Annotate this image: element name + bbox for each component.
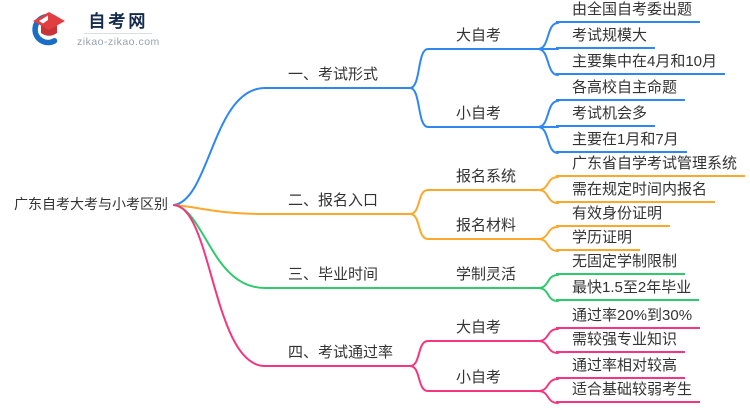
node-small-selfexam[interactable]: 小自考	[428, 105, 538, 128]
node-reg-system[interactable]: 报名系统	[428, 168, 538, 191]
logo: 自考网 zikao-zikao.com	[28, 10, 160, 50]
connector-group-registration	[173, 176, 559, 252]
leaf-node[interactable]: 通过率20%到30%	[556, 307, 701, 329]
node-pass-small-selfexam[interactable]: 小自考	[428, 369, 538, 392]
branch-registration[interactable]: 二、报名入口	[265, 192, 410, 215]
logo-subtitle: zikao-zikao.com	[77, 36, 160, 48]
leaf-node[interactable]: 有效身份证明	[556, 205, 671, 227]
leaf-node[interactable]: 通过率相对较高	[556, 357, 686, 379]
logo-icon	[32, 12, 65, 46]
connector-group-pass-rate	[173, 204, 559, 404]
leaf-node[interactable]: 主要集中在4月和10月	[556, 53, 726, 75]
leaf-node[interactable]: 需在规定时间内报名	[556, 181, 716, 203]
node-flexible-schooling[interactable]: 学制灵活	[428, 266, 538, 289]
connector-group-exam-format	[173, 22, 559, 206]
node-pass-big-selfexam[interactable]: 大自考	[428, 319, 538, 342]
leaf-node[interactable]: 无固定学制限制	[556, 253, 686, 275]
leaf-node[interactable]: 需较强专业知识	[556, 331, 686, 353]
branch-pass-rate[interactable]: 四、考试通过率	[265, 344, 410, 367]
leaf-node[interactable]: 最快1.5至2年毕业	[556, 279, 700, 301]
leaf-node[interactable]: 主要在1月和7月	[556, 131, 687, 153]
logo-title: 自考网	[88, 12, 149, 31]
leaf-node[interactable]: 考试机会多	[556, 105, 656, 127]
leaf-node[interactable]: 由全国自考委出题	[556, 1, 701, 23]
leaf-node[interactable]: 广东省自学考试管理系统	[556, 155, 746, 177]
node-big-selfexam[interactable]: 大自考	[428, 27, 538, 50]
leaf-node[interactable]: 考试规模大	[556, 27, 656, 49]
branch-exam-format[interactable]: 一、考试形式	[265, 66, 410, 89]
leaf-node[interactable]: 各高校自主命题	[556, 79, 686, 101]
branch-graduation-time[interactable]: 三、毕业时间	[265, 266, 410, 289]
leaf-node[interactable]: 适合基础较弱考生	[556, 381, 701, 403]
logo-text: 自考网 zikao-zikao.com	[77, 12, 160, 48]
root-node[interactable]: 广东自考大考与小考区别	[14, 196, 168, 212]
leaf-node[interactable]: 学历证明	[556, 229, 641, 251]
logo-divider	[84, 33, 153, 34]
node-reg-materials[interactable]: 报名材料	[428, 217, 538, 240]
